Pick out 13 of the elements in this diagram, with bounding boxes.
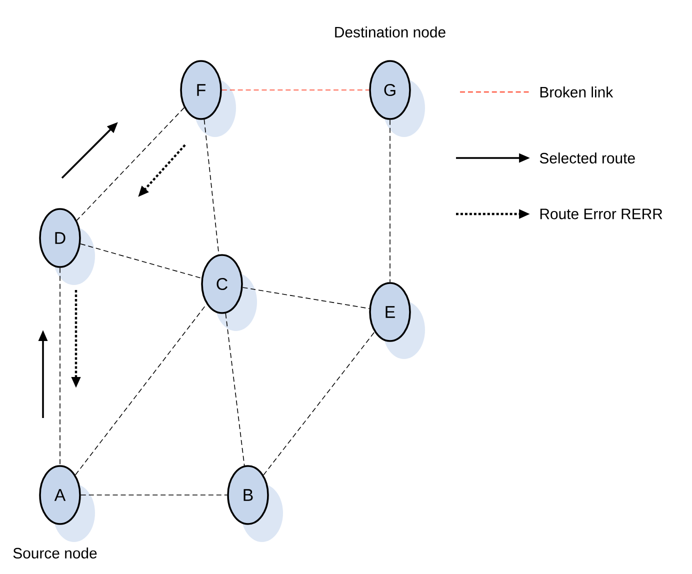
- legend-text: Selected route: [540, 152, 635, 164]
- link-line: [225, 313, 245, 466]
- link-line: [242, 287, 370, 309]
- link-line: [204, 119, 220, 255]
- legend-text: Route Error RERR: [540, 208, 662, 220]
- link-line: [80, 494, 228, 496]
- link-line: [76, 107, 185, 221]
- link-line: [80, 243, 202, 279]
- node-caption: Destination node: [335, 26, 446, 38]
- node-caption: Source node: [13, 548, 97, 558]
- link-line: [75, 304, 207, 476]
- link-line: [263, 332, 375, 476]
- legend-text: Broken link: [540, 86, 614, 98]
